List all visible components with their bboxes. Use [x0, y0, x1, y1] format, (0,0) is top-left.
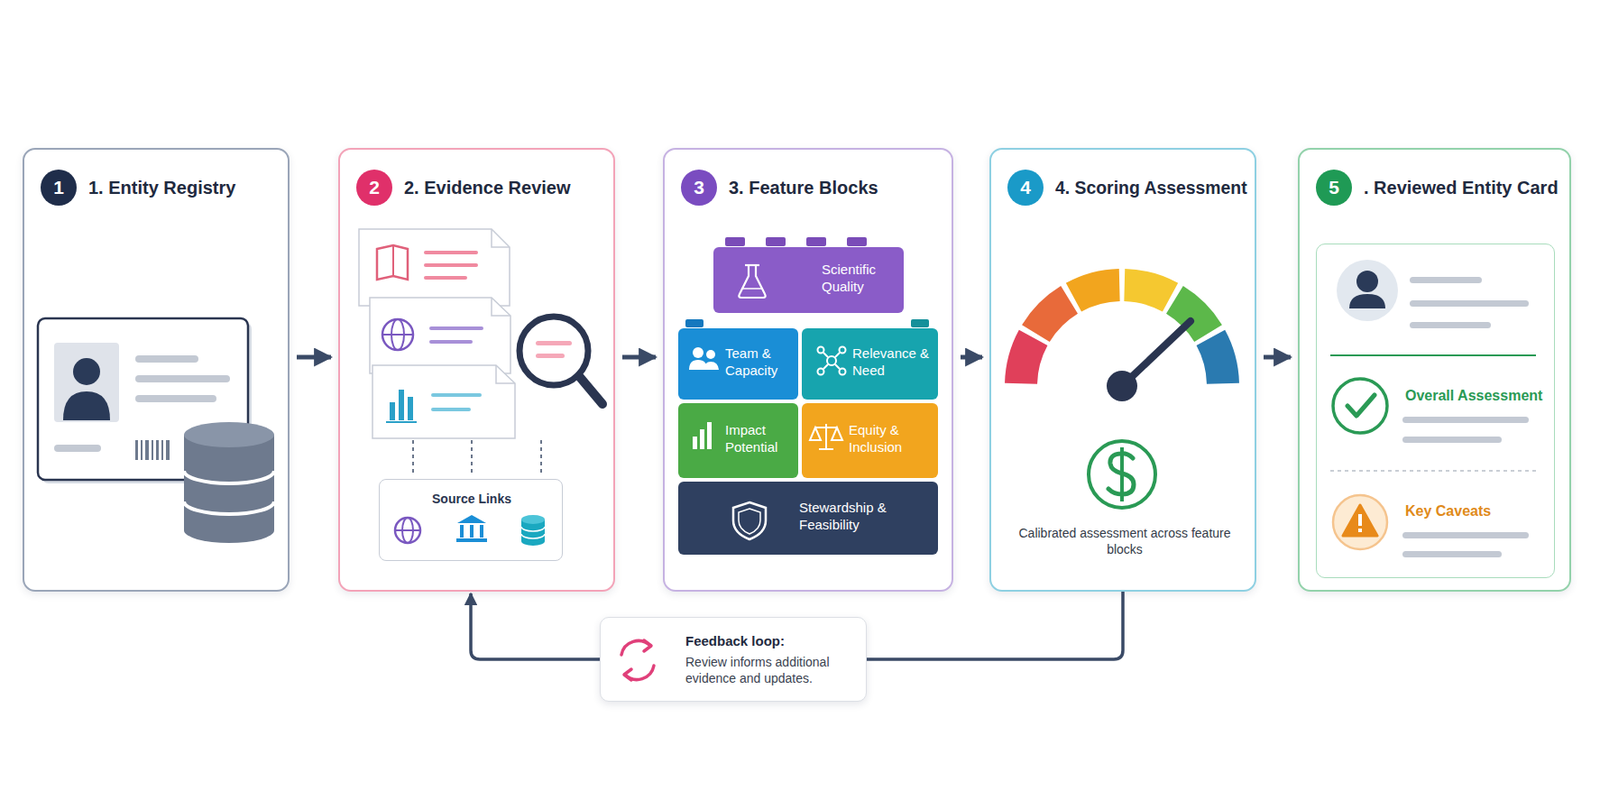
gauge-segment [1124, 285, 1171, 298]
gauge-segment [1210, 337, 1223, 384]
panel-title: 4. Scoring Assessment [1055, 177, 1248, 199]
stage-panel: 3 3. Feature BlocksScientific QualityTeam… [662, 147, 954, 592]
text-holder: Key Caveats [1405, 502, 1550, 522]
card-illustration [1330, 259, 1536, 558]
block-label: Scientific Quality [821, 261, 902, 296]
scales-icon [809, 423, 843, 450]
flow-arrow [622, 355, 656, 360]
gauge-segment [1035, 299, 1069, 333]
panel-title: 1. Entity Registry [88, 177, 236, 199]
flask-icon [738, 265, 765, 298]
feedback-box: Feedback loop: Review informs additional … [599, 616, 867, 702]
node-text: Source Links [379, 490, 564, 507]
panel-title: 2. Evidence Review [404, 177, 571, 199]
step-number: 1 [40, 169, 77, 206]
text-holder: Calibrated assessment across feature blo… [1000, 524, 1250, 558]
panel-header: 3 3. Feature Blocks [680, 169, 945, 206]
bars-icon [692, 422, 712, 450]
block-label: Team & Capacity [725, 345, 796, 380]
feature-block: Scientific Quality [713, 247, 904, 313]
source-box: Source Links [378, 478, 563, 561]
panel-title: 3. Feature Blocks [728, 177, 879, 199]
database-cylinder [183, 422, 275, 543]
magnifier [519, 316, 603, 405]
node-text: Calibrated assessment across feature blo… [1000, 524, 1250, 558]
feature-block: Stewardship & Feasibility [678, 481, 938, 555]
text-holder: Source Links [379, 490, 564, 507]
entity-card: Overall AssessmentKey Caveats [1315, 243, 1555, 579]
text-holder: Stewardship & Feasibility [799, 481, 917, 552]
panel-header: 5 . Reviewed Entity Card [1315, 169, 1563, 206]
gauge-segment [1073, 285, 1120, 298]
panel-header: 1 1. Entity Registry [40, 169, 281, 206]
text-holder: Scientific Quality [821, 247, 902, 311]
feature-block: Team & Capacity [678, 328, 799, 400]
gauge-needle [1106, 321, 1191, 402]
stage-panel: 4 4. Scoring AssessmentCalibrated assessm… [989, 147, 1257, 592]
text-holder: Overall Assessment [1405, 386, 1550, 406]
shield-icon [733, 502, 766, 540]
id-card [37, 318, 252, 484]
dollar-icon [1088, 441, 1156, 508]
block-label: Stewardship & Feasibility [799, 499, 917, 534]
node-text: Review informs additional evidence and u… [685, 653, 859, 687]
flow-arrow [470, 593, 600, 660]
panel-header: 4 4. Scoring Assessment [1007, 169, 1248, 206]
feature-block: Impact Potential [678, 403, 799, 479]
feature-block: Relevance & Need [801, 328, 938, 400]
flow-arrow [960, 355, 983, 360]
node-text: Key Caveats [1405, 502, 1550, 522]
flow-arrow [866, 591, 1123, 660]
step-number: 5 [1315, 169, 1352, 206]
leader-lines [413, 440, 542, 477]
text-holder: Relevance & Need [852, 328, 936, 397]
panel-header: 2 2. Evidence Review [356, 169, 607, 206]
panel-title: . Reviewed Entity Card [1363, 177, 1559, 199]
text-holder: Impact Potential [725, 403, 796, 476]
node-text: Overall Assessment [1405, 386, 1550, 406]
gauge-segment [1174, 299, 1208, 333]
team-icon [689, 347, 719, 370]
source-icons [395, 514, 545, 546]
block-studs [685, 237, 929, 328]
gauge-segment [1020, 337, 1034, 384]
step-number: 4 [1007, 169, 1044, 206]
text-holder: Team & Capacity [725, 328, 796, 397]
text-holder: Feedback loop: [685, 632, 859, 651]
gauge [1020, 285, 1223, 384]
flow-arrow [296, 355, 332, 360]
stage-panel: 1 1. Entity Registry [22, 147, 290, 592]
flow-arrow [1263, 355, 1291, 360]
block-label: Equity & Inclusion [848, 422, 936, 457]
step-number: 2 [356, 169, 393, 206]
document-stack [358, 229, 515, 439]
block-label: Impact Potential [725, 422, 796, 457]
stage-panel: 2 2. Evidence ReviewSource Links [338, 147, 616, 592]
cycle-icon [621, 640, 654, 681]
text-holder: Equity & Inclusion [848, 403, 936, 476]
stage-panel: 5 . Reviewed Entity CardOverall Assessmen… [1297, 147, 1572, 592]
network-icon [818, 347, 846, 376]
feature-block: Equity & Inclusion [801, 403, 938, 479]
node-text: Feedback loop: [685, 632, 859, 651]
step-number: 3 [680, 169, 718, 206]
text-holder: Review informs additional evidence and u… [685, 653, 859, 687]
block-label: Relevance & Need [852, 345, 936, 380]
